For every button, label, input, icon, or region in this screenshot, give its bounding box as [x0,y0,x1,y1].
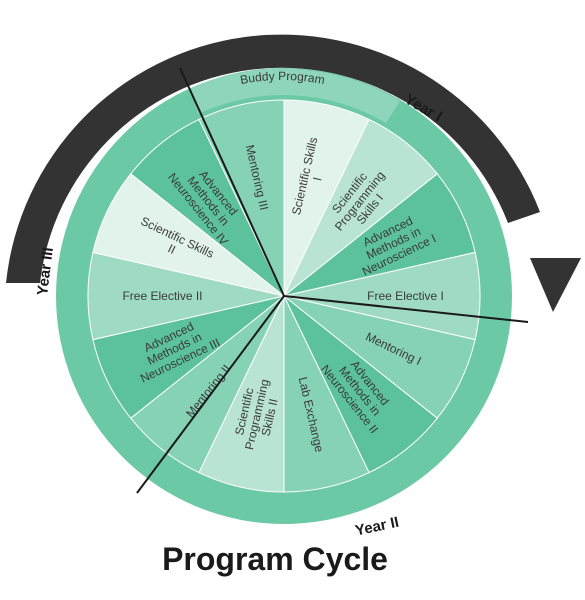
segment-label-adv-meth-1: AdvancedMethods inNeuroscience I [349,208,438,279]
year-divider-line [136,295,285,494]
arrow-head-icon [530,258,581,312]
page-title: Program Cycle [162,541,388,577]
buddy-program-ring [191,68,400,123]
year-label-3: Year III [34,246,57,296]
segment-label-free-el-1: Free Elective I [367,289,444,303]
year-divider-line [283,295,529,323]
year-divider-line [179,67,285,297]
year-label-2: Year II [354,514,401,540]
segment-label-free-el-2: Free Elective II [122,289,202,303]
arrow-band [6,34,540,284]
course-choices-arrow [6,34,581,312]
